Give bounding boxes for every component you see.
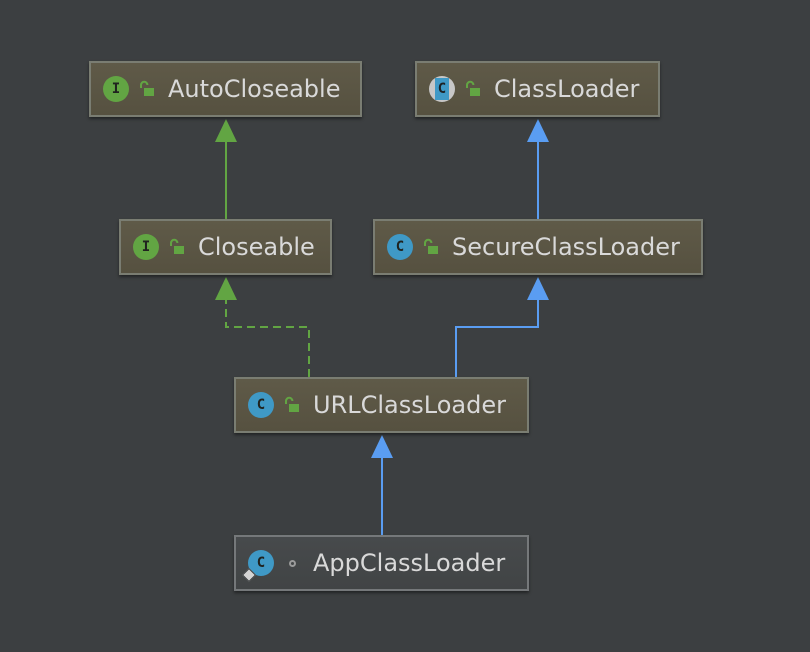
unlocked-padlock-icon: [464, 79, 482, 99]
edge-appclassloader-to-urlclassloader-arrowhead: [371, 435, 393, 458]
node-label: AutoCloseable: [168, 75, 341, 103]
node-label: SecureClassLoader: [452, 233, 680, 261]
static-class-icon: C: [241, 550, 274, 583]
edge-urlclassloader-implements-closeable-arrowhead: [215, 277, 237, 300]
edge-secureclassloader-to-classloader-arrowhead: [527, 119, 549, 142]
node-appclassloader[interactable]: C AppClassLoader: [234, 535, 529, 591]
unlocked-padlock-icon: [138, 79, 156, 99]
node-secureclassloader[interactable]: C SecureClassLoader: [373, 219, 703, 275]
edge-urlclassloader-to-secureclassloader: [455, 300, 539, 377]
unlocked-padlock-icon: [283, 395, 301, 415]
abstract-class-icon: C: [429, 76, 455, 102]
interface-icon: I: [133, 234, 159, 260]
interface-icon: I: [103, 76, 129, 102]
node-closeable[interactable]: I Closeable: [119, 219, 332, 275]
node-label: URLClassLoader: [313, 391, 506, 419]
edge-urlclassloader-implements-closeable: [225, 300, 310, 377]
node-urlclassloader[interactable]: C URLClassLoader: [234, 377, 529, 433]
node-autocloseable[interactable]: I AutoCloseable: [89, 61, 362, 117]
package-private-dot-icon: [283, 553, 301, 573]
node-label: Closeable: [198, 233, 315, 261]
node-classloader[interactable]: C ClassLoader: [415, 61, 660, 117]
edge-closeable-to-autocloseable-arrowhead: [215, 119, 237, 142]
unlocked-padlock-icon: [422, 237, 440, 257]
class-icon: C: [387, 234, 413, 260]
static-badge-icon: [241, 567, 257, 583]
node-label: ClassLoader: [494, 75, 640, 103]
unlocked-padlock-icon: [168, 237, 186, 257]
edge-urlclassloader-to-secureclassloader-arrowhead: [527, 277, 549, 300]
node-label: AppClassLoader: [313, 549, 506, 577]
class-icon: C: [248, 392, 274, 418]
